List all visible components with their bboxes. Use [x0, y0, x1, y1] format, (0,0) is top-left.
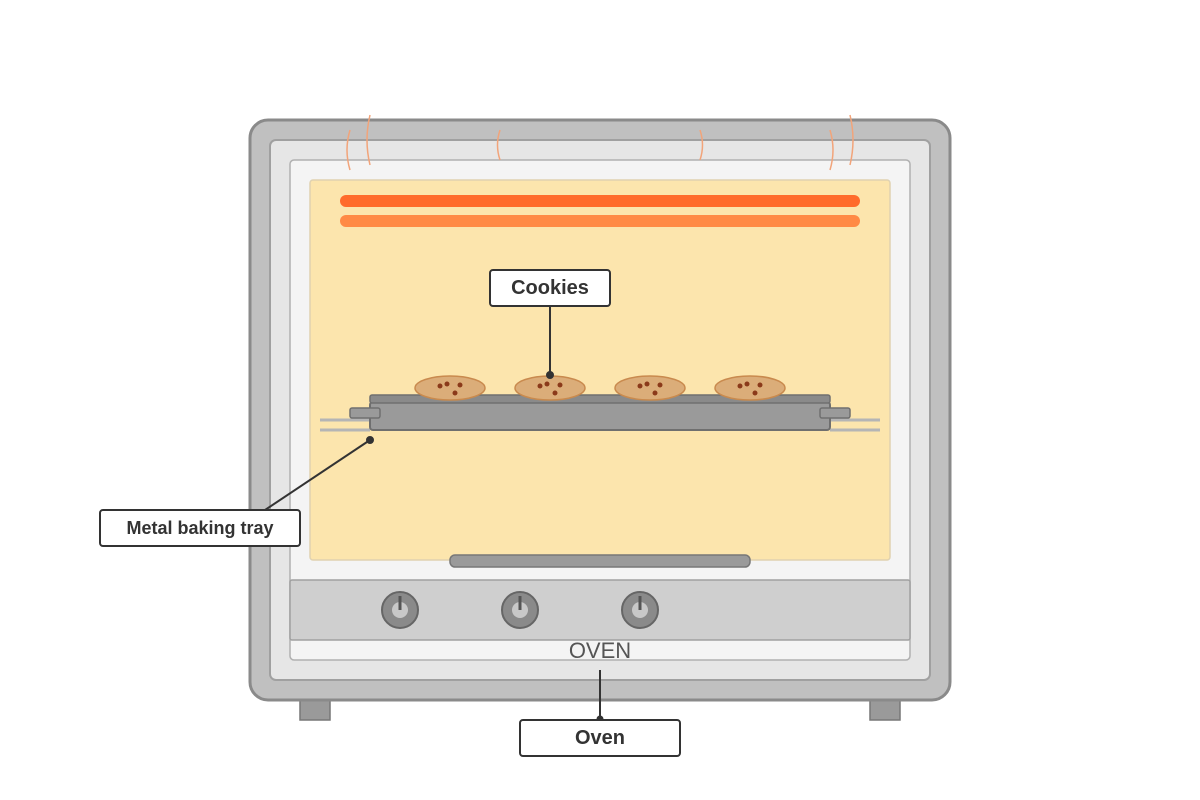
oven-label: Oven	[519, 719, 681, 757]
heat-wave	[346, 129, 351, 171]
control-panel	[289, 579, 911, 641]
chocolate-chip	[557, 382, 563, 388]
oven-label-text: Oven	[574, 726, 626, 749]
oven-brand-text: OVEN	[568, 638, 632, 663]
cookies-label-text: Cookies	[511, 276, 589, 299]
oven-door-handle	[449, 554, 751, 568]
chocolate-chip	[552, 390, 558, 396]
chocolate-chip	[757, 382, 763, 388]
chocolate-chip	[744, 381, 750, 387]
chocolate-chip	[537, 383, 543, 389]
chocolate-chip	[644, 381, 650, 387]
rack-rails	[320, 418, 880, 432]
leader-tray	[264, 439, 371, 511]
chocolate-chip	[637, 383, 643, 389]
heating-element-top	[340, 195, 860, 207]
metal-baking-tray	[349, 394, 851, 431]
chocolate-chip	[652, 390, 658, 396]
cookies-label: Cookies	[489, 269, 611, 307]
chocolate-chip	[452, 390, 458, 396]
chocolate-chip	[544, 381, 550, 387]
metal-baking-tray-label-text: Metal baking tray	[126, 517, 274, 538]
cookie	[414, 375, 486, 401]
leader-tray-dot	[366, 436, 374, 444]
chocolate-chip	[752, 390, 758, 396]
control-knob[interactable]	[501, 591, 539, 629]
heat-wave	[849, 114, 854, 166]
heat-wave	[699, 129, 704, 161]
metal-baking-tray-label: Metal baking tray	[99, 509, 301, 547]
chocolate-chip	[737, 383, 743, 389]
heat-wave	[829, 129, 834, 171]
leader-cookies-dot	[546, 371, 554, 379]
chocolate-chip	[444, 381, 450, 387]
oven-interior	[309, 179, 891, 561]
heat-waves	[346, 114, 854, 171]
control-knob[interactable]	[381, 591, 419, 629]
tray-handle-left	[349, 407, 381, 419]
cookie	[614, 375, 686, 401]
heating-element-lower	[340, 215, 860, 227]
cookie	[714, 375, 786, 401]
tray-handle-right	[819, 407, 851, 419]
chocolate-chip	[657, 382, 663, 388]
cookie	[514, 375, 586, 401]
control-knob[interactable]	[621, 591, 659, 629]
heat-wave	[496, 129, 501, 161]
heat-wave	[366, 114, 371, 166]
knobs-group	[381, 591, 659, 629]
chocolate-chip	[437, 383, 443, 389]
leader-lines	[264, 307, 604, 723]
chocolate-chip	[457, 382, 463, 388]
cookies-group	[414, 375, 786, 401]
